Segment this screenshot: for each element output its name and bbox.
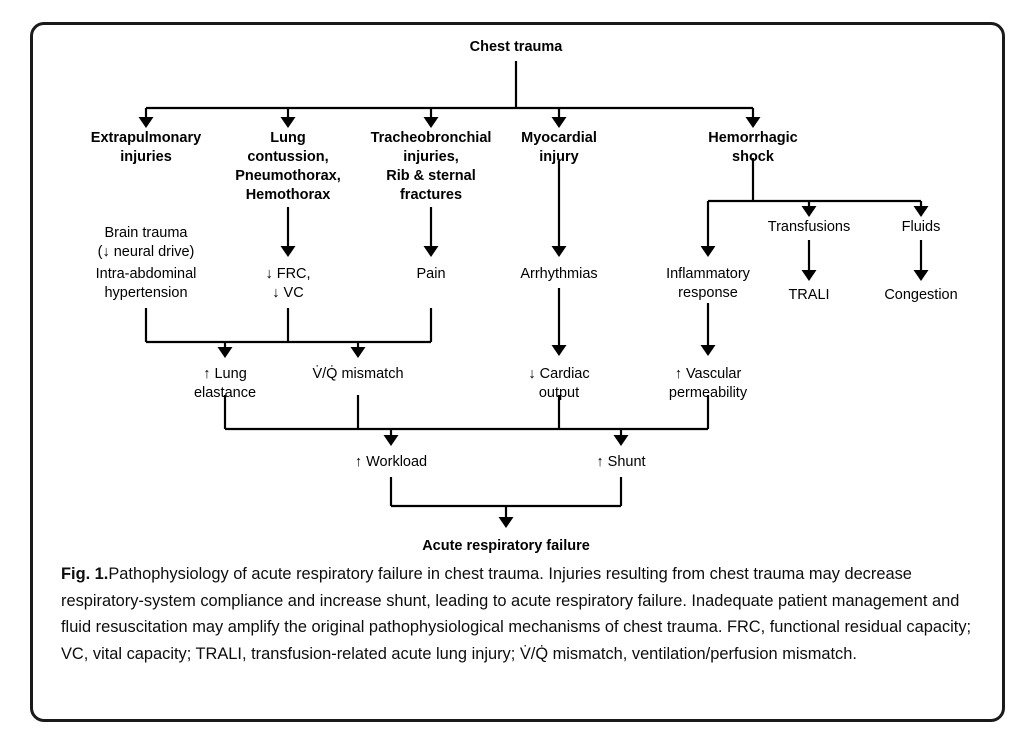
arrowhead-icon (498, 517, 514, 528)
flow-node-label-cardiac_output: output (539, 385, 579, 401)
flow-node-cardiac_output: ↓ Cardiac output (528, 366, 589, 401)
figure-label: Fig. 1. (61, 565, 109, 583)
arrowhead-icon (217, 347, 233, 358)
arrowhead-icon (551, 246, 567, 257)
flow-node-label-brain_trauma: (↓ neural drive) (98, 244, 195, 260)
flow-node-transfusions: Transfusions (768, 219, 850, 235)
flow-node-label-workload: ↑ Workload (355, 454, 427, 470)
flow-node-label-tracheobronchial: Rib & sternal (386, 168, 475, 184)
flow-node-lung_contusion: Lung contussion, Pneumothorax, Hemothorax (235, 130, 341, 203)
flow-edges-layer (138, 61, 929, 528)
arrowhead-icon (913, 206, 929, 217)
flow-node-label-vascular_perm: permeability (669, 385, 748, 401)
flow-node-label-fluids: Fluids (902, 219, 941, 235)
arrowhead-icon (745, 117, 761, 128)
flow-node-label-lung_contusion: Pneumothorax, (235, 168, 341, 184)
flow-node-label-lung_elastance: elastance (194, 385, 256, 401)
flow-node-label-lung_elastance: ↑ Lung (203, 366, 247, 382)
flow-node-label-lung_contusion: contussion, (247, 149, 328, 165)
flow-node-label-intra_abdominal: hypertension (104, 285, 187, 301)
arrowhead-icon (551, 117, 567, 128)
flow-node-label-cardiac_output: ↓ Cardiac (528, 366, 589, 382)
arrowhead-icon (801, 270, 817, 281)
flow-node-label-brain_trauma: Brain trauma (104, 225, 188, 241)
arrowhead-icon (423, 117, 439, 128)
flow-node-label-intra_abdominal: Intra-abdominal (96, 266, 197, 282)
flow-node-chest_trauma: Chest trauma (470, 39, 564, 55)
flow-node-label-frc_vc: ↓ VC (272, 285, 303, 301)
flow-node-fluids: Fluids (902, 219, 941, 235)
flow-node-label-vq_mismatch: V̇/Q̇ mismatch (312, 365, 403, 382)
flow-node-label-transfusions: Transfusions (768, 219, 850, 235)
arrowhead-icon (383, 435, 399, 446)
flow-node-label-trali: TRALI (788, 287, 829, 303)
flow-node-shunt: ↑ Shunt (596, 454, 645, 470)
flow-node-frc_vc: ↓ FRC, ↓ VC (265, 266, 310, 301)
flow-node-label-inflammatory: response (678, 285, 738, 301)
arrowhead-icon (700, 345, 716, 356)
flow-node-label-myocardial: Myocardial (521, 130, 597, 146)
figure-caption-text: Pathophysiology of acute respiratory fai… (61, 565, 972, 663)
flow-node-label-inflammatory: Inflammatory (666, 266, 751, 282)
flow-node-arf: Acute respiratory failure (422, 538, 590, 554)
flow-node-trali: TRALI (788, 287, 829, 303)
flow-node-label-tracheobronchial: Tracheobronchial (371, 130, 492, 146)
flow-node-intra_abdominal: Intra-abdominal hypertension (96, 266, 197, 301)
arrowhead-icon (350, 347, 366, 358)
figure-caption: Fig. 1.Pathophysiology of acute respirat… (61, 561, 976, 667)
flow-node-label-tracheobronchial: fractures (400, 187, 462, 203)
flow-node-inflammatory: Inflammatory response (666, 266, 751, 301)
flow-node-label-congestion: Congestion (884, 287, 957, 303)
arrowhead-icon (423, 246, 439, 257)
flow-node-arrhythmias: Arrhythmias (520, 266, 597, 282)
arrowhead-icon (138, 117, 154, 128)
flow-node-congestion: Congestion (884, 287, 957, 303)
flow-node-hemorrhagic: Hemorrhagic shock (708, 130, 797, 165)
flow-node-vq_mismatch: V̇/Q̇ mismatch (312, 365, 403, 382)
flow-node-tracheobronchial: Tracheobronchial injuries, Rib & sternal fr… (371, 130, 492, 203)
arrowhead-icon (280, 117, 296, 128)
flow-node-label-hemorrhagic: Hemorrhagic (708, 130, 797, 146)
flow-node-label-vascular_perm: ↑ Vascular (675, 366, 742, 382)
flow-node-label-arf: Acute respiratory failure (422, 538, 590, 554)
flow-node-label-extrapulmonary: injuries (120, 149, 172, 165)
flow-node-label-shunt: ↑ Shunt (596, 454, 645, 470)
flow-node-label-hemorrhagic: shock (732, 149, 775, 165)
flow-node-workload: ↑ Workload (355, 454, 427, 470)
arrowhead-icon (613, 435, 629, 446)
flow-node-extrapulmonary: Extrapulmonary injuries (91, 130, 201, 165)
flow-node-myocardial: Myocardial injury (521, 130, 597, 165)
flow-node-vascular_perm: ↑ Vascular permeability (669, 366, 748, 401)
flow-node-label-lung_contusion: Hemothorax (246, 187, 331, 203)
flow-node-label-myocardial: injury (539, 149, 578, 165)
flow-node-label-lung_contusion: Lung (270, 130, 305, 146)
flow-node-label-extrapulmonary: Extrapulmonary (91, 130, 201, 146)
arrowhead-icon (551, 345, 567, 356)
arrowhead-icon (700, 246, 716, 257)
flow-node-brain_trauma: Brain trauma (↓ neural drive) (98, 225, 195, 260)
arrowhead-icon (801, 206, 817, 217)
flow-node-label-pain: Pain (416, 266, 445, 282)
flow-node-label-frc_vc: ↓ FRC, (265, 266, 310, 282)
flow-node-label-arrhythmias: Arrhythmias (520, 266, 597, 282)
arrowhead-icon (280, 246, 296, 257)
flow-node-label-tracheobronchial: injuries, (403, 149, 459, 165)
flow-node-pain: Pain (416, 266, 445, 282)
flow-node-label-chest_trauma: Chest trauma (470, 39, 564, 55)
flow-node-lung_elastance: ↑ Lung elastance (194, 366, 256, 401)
arrowhead-icon (913, 270, 929, 281)
